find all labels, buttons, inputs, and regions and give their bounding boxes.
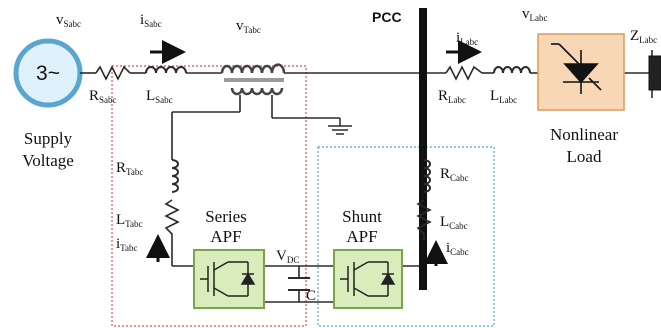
series-apf-subtitle: APF xyxy=(210,227,241,246)
il-label: iLabc xyxy=(456,30,478,47)
shunt-branch-resistor xyxy=(416,199,432,240)
load-resistor xyxy=(445,65,483,81)
thyristor-icon xyxy=(551,43,602,94)
rl-label: RLabc xyxy=(438,88,466,105)
source-caption-line2: Voltage xyxy=(22,151,74,170)
is-label: iSabc xyxy=(140,12,162,29)
pcc-label: PCC xyxy=(372,9,402,25)
shunt-igbt-icon xyxy=(340,261,396,297)
series-converter-block xyxy=(193,249,265,309)
shunt-apf-title: Shunt xyxy=(342,207,382,226)
series-branch-resistor xyxy=(164,199,180,240)
vl-label: vLabc xyxy=(522,6,548,23)
series-igbt-icon xyxy=(200,261,256,297)
lt-label: LTabc xyxy=(116,212,143,229)
dc-link-capacitor xyxy=(288,277,310,291)
vdc-label: VDC xyxy=(276,248,299,265)
load-inductor xyxy=(493,66,531,74)
ls-label: LSabc xyxy=(146,88,173,105)
supply-resistor xyxy=(95,65,131,81)
source-symbol: 3~ xyxy=(36,62,60,85)
load-caption-line1: Nonlinear xyxy=(550,125,618,144)
supply-inductor xyxy=(145,66,187,74)
ll-label: LLabc xyxy=(490,88,517,105)
capacitor-label: C xyxy=(306,288,316,304)
series-apf-boundary xyxy=(111,65,307,327)
lc-label: LCabc xyxy=(440,214,468,231)
vt-label: vTabc xyxy=(236,18,261,35)
it-label: iTabc xyxy=(116,236,138,253)
rc-label: RCabc xyxy=(440,166,469,183)
rs-label: RSabc xyxy=(89,88,117,105)
series-apf-title: Series xyxy=(205,207,247,226)
shunt-apf-boundary xyxy=(317,146,495,327)
shunt-branch-inductor xyxy=(423,159,431,193)
zl-label: ZLabc xyxy=(630,28,657,45)
load-impedance xyxy=(648,55,661,91)
load-caption-line2: Load xyxy=(567,147,602,166)
ic-label: iCabc xyxy=(446,240,469,257)
ground-icon xyxy=(328,118,352,135)
pcc-bus-bar xyxy=(419,8,427,290)
rt-label: RTabc xyxy=(116,160,143,177)
source-caption-line1: Supply xyxy=(24,129,73,148)
series-branch-inductor xyxy=(171,159,179,193)
vs-label: vSabc xyxy=(56,12,81,29)
series-transformer-icon xyxy=(220,63,286,96)
shunt-apf-subtitle: APF xyxy=(346,227,377,246)
